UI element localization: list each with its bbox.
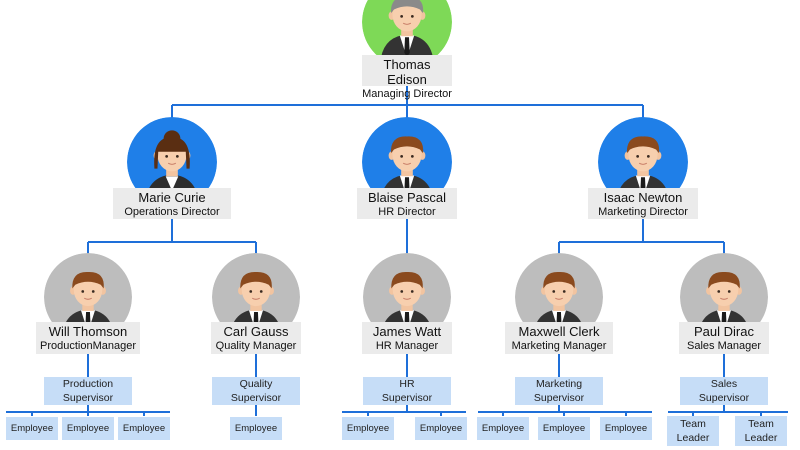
supervisor-role: Supervisor xyxy=(62,392,114,404)
employee-box: Employee xyxy=(538,417,590,440)
person-title: HR Manager xyxy=(375,339,439,352)
employee-box: Employee xyxy=(342,417,394,440)
employee-box: Employee xyxy=(230,417,282,440)
person-title: Quality Manager xyxy=(215,339,297,352)
supervisor-dept: Production xyxy=(62,378,114,390)
employee-box: Employee xyxy=(6,417,58,440)
person-name: Marie Curie xyxy=(138,190,206,205)
person-name: Isaac Newton xyxy=(603,190,683,205)
supervisor-box: HR Supervisor xyxy=(363,377,451,405)
team-leader-box: Team Leader xyxy=(667,416,719,446)
person-name: Carl Gauss xyxy=(223,324,289,339)
supervisor-role: Supervisor xyxy=(230,392,282,404)
supervisor-dept: Sales xyxy=(710,378,738,390)
supervisor-dept: Marketing xyxy=(535,378,583,390)
person-title: Marketing Director xyxy=(598,205,688,218)
person-title: Operations Director xyxy=(124,205,220,218)
man-avatar-icon xyxy=(598,117,688,207)
supervisor-dept: Quality xyxy=(239,378,273,390)
person-name: James Watt xyxy=(372,324,442,339)
person-name: Paul Dirac xyxy=(694,324,754,339)
person-name: Thomas Edison xyxy=(383,57,431,87)
person-title: HR Director xyxy=(378,205,436,218)
supervisor-role: Supervisor xyxy=(533,392,585,404)
employee-box: Employee xyxy=(415,417,467,440)
employee-box: Employee xyxy=(62,417,114,440)
employee-box: Employee xyxy=(600,417,652,440)
person-title: Sales Manager xyxy=(687,339,761,352)
person-title: Marketing Manager xyxy=(511,339,607,352)
person-name: Will Thomson xyxy=(48,324,128,339)
man-avatar-icon xyxy=(363,253,451,341)
person-title: ProductionManager xyxy=(39,339,136,352)
person-name: Blaise Pascal xyxy=(367,190,447,205)
person-name: Maxwell Clerk xyxy=(518,324,600,339)
employee-box: Employee xyxy=(477,417,529,440)
supervisor-role: Supervisor xyxy=(698,392,750,404)
supervisor-role: Supervisor xyxy=(381,392,433,404)
team-leader-box: Team Leader xyxy=(735,416,787,446)
employee-box: Employee xyxy=(118,417,170,440)
person-title: Managing Director xyxy=(362,87,452,100)
supervisor-dept: HR xyxy=(399,378,415,390)
